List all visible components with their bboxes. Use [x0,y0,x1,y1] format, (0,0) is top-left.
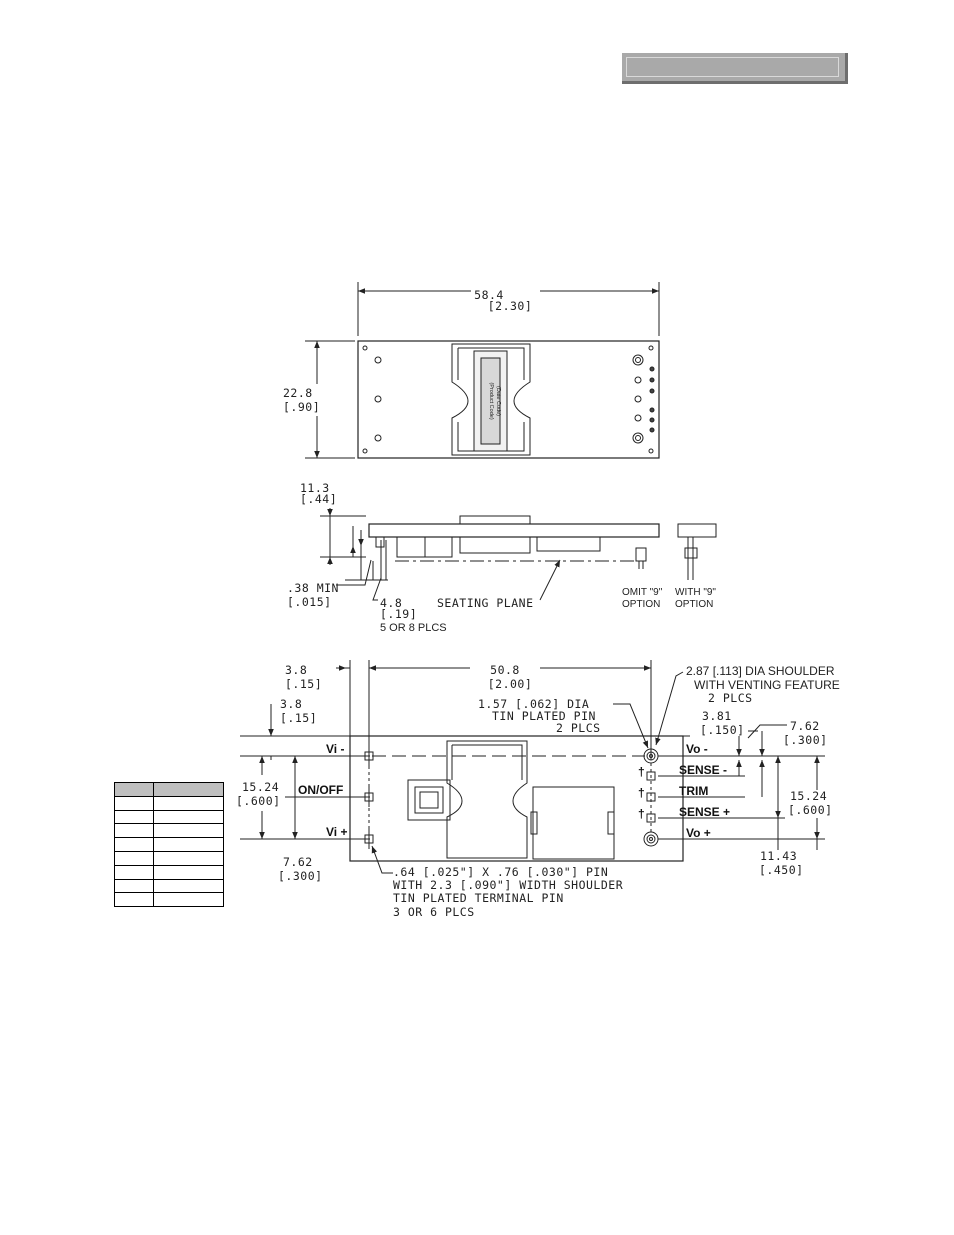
top-offset-dim: 3.8 [280,697,302,711]
pin-note-1: 1.57 [.062] DIA [478,697,589,711]
pin-label-sense-plus: SENSE + [679,805,730,819]
dim-1524-left-in: [.600] [236,794,281,808]
table-row [114,809,224,825]
shoulder-note-2: WITH VENTING FEATURE [694,678,840,692]
terminal-note-3: TIN PLATED TERMINAL PIN [393,891,564,905]
pin-note-2: TIN PLATED PIN [492,709,596,723]
left-offset-dim: 3.8 [285,663,307,677]
pin-label-on-off: ON/OFF [298,783,343,797]
top-width-dim-in: [2.30] [488,299,533,313]
dagger-mark-sense-minus: † [638,765,645,779]
shoulder-note-3: 2 PLCS [708,691,753,705]
pin-length-dim: 4.8 [380,596,402,610]
header-bar [622,53,848,84]
top-width-dim: 58.4 [474,288,504,302]
dim-1524-left: 15.24 [242,780,279,794]
shoulder-note-1: 2.87 [.113] DIA SHOULDER [686,664,835,678]
table-header-row [114,782,224,797]
table-row [114,837,224,852]
top-height-dim-in: [.90] [283,400,320,414]
seating-plane-label: SEATING PLANE [437,596,534,610]
top-view [305,282,660,459]
dagger-mark-sense-plus: † [638,807,645,821]
dim-1524-right-in: [.600] [788,803,833,817]
top-height-dim: 22.8 [283,386,313,400]
pin-assignment-table [114,782,224,908]
side-view [320,508,717,601]
dim-762-left: 7.62 [283,855,313,869]
terminal-note-2: WITH 2.3 [.090"] WIDTH SHOULDER [393,878,623,892]
omit-9-line1: OMIT "9" [622,587,663,598]
table-row [114,823,224,839]
terminal-note-4: 3 OR 6 PLCS [393,905,475,919]
date-code-label: (Date Code) [495,386,501,416]
top-offset-dim-in: [.15] [280,711,317,725]
table-row [114,795,224,811]
bottom-view [240,660,825,874]
with-9-line1: WITH "9" [675,587,716,598]
omit-9-line2: OPTION [622,599,660,610]
side-min-dim: .38 MIN [287,581,339,595]
side-height-dim-in: [.44] [300,492,337,506]
pin-label-sense-minus: SENSE - [679,763,727,777]
left-offset-dim-in: [.15] [285,677,322,691]
table-row [114,878,224,894]
dim-762-left-in: [.300] [278,869,323,883]
product-code-label: (Product Code) [488,382,494,419]
side-min-dim-in: [.015] [287,595,332,609]
dim-1143: 11.43 [760,849,797,863]
dim-381-in: [.150] [700,723,745,737]
dim-381: 3.81 [702,709,732,723]
pin-count-note: 5 OR 8 PLCS [380,622,447,634]
table-row [114,850,224,866]
pin-label-vo-minus: Vo - [686,742,708,756]
pin-span-dim: 50.8 [490,663,520,677]
terminal-note-1: .64 [.025"] X .76 [.030"] PIN [393,865,608,879]
pin-length-dim-in: [.19] [380,607,417,621]
table-row [114,864,224,880]
dim-1524-right: 15.24 [790,789,827,803]
dim-762-right: 7.62 [790,719,820,733]
pin-label-trim: TRIM [679,784,708,798]
pin-label-vo-plus: Vo + [686,826,711,840]
dim-1143-in: [.450] [759,863,804,877]
pin-label-vi-minus: Vi - [326,742,344,756]
pin-span-dim-in: [2.00] [488,677,533,691]
pin-label-vi-plus: Vi + [326,825,347,839]
side-height-dim: 11.3 [300,481,330,495]
dagger-mark-trim: † [638,786,645,800]
dim-762-right-in: [.300] [783,733,828,747]
pin-note-3: 2 PLCS [556,721,601,735]
with-9-line2: OPTION [675,599,713,610]
table-row [114,892,224,908]
